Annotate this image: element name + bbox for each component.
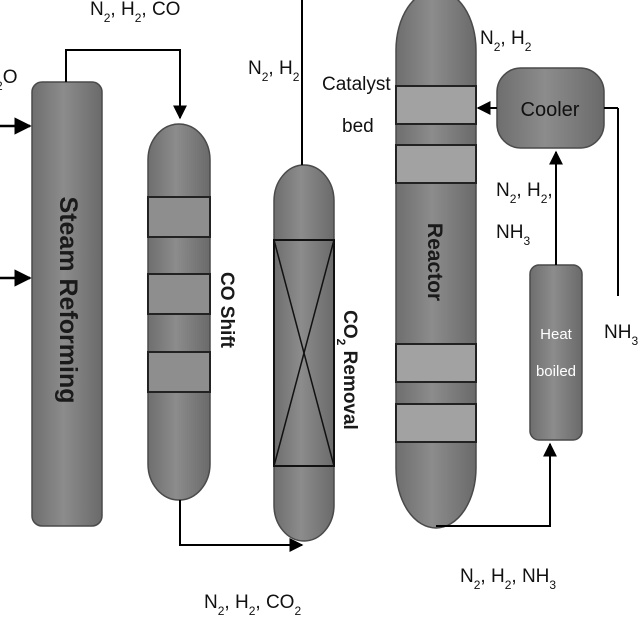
boiler-to-cooler-label-line2: NH3	[496, 222, 530, 248]
co-shift-bed-3	[147, 351, 211, 393]
reactor-vessel	[395, 0, 477, 529]
heat-boiler-vessel	[529, 264, 583, 441]
reactor-catalyst-bed-4	[395, 403, 477, 443]
reformer-out-label: N2, H2, CO	[90, 0, 180, 25]
co-shift-label: CO Shift	[216, 272, 237, 349]
reactor-catalyst-bed-2	[395, 144, 477, 184]
ammonia-product-label: NH3	[604, 322, 638, 348]
shift-out-label: N2, H2, CO2	[204, 592, 301, 618]
catalyst-bed-label-line1: Catalyst	[322, 74, 391, 95]
co-shift-bed-2	[147, 273, 211, 315]
x-packing-icon	[273, 239, 335, 467]
cooler-label: Cooler	[521, 99, 580, 121]
reactor-label: Reactor	[423, 223, 446, 301]
boiler-to-cooler-label-line1: N2, H2,	[496, 180, 553, 206]
heat-boiler-label-line2: boiled	[536, 363, 576, 380]
reformer-to-shift-line	[65, 49, 187, 120]
reactor-catalyst-bed-3	[395, 343, 477, 383]
co2-removal-label: CO2 Removal	[334, 310, 360, 430]
reactor-top-label: N2, H2	[480, 28, 532, 54]
shift-to-co2-line	[179, 500, 304, 552]
reactor-to-boiler-line	[436, 442, 557, 527]
reactor-out-label: N2, H2, NH3	[460, 566, 556, 592]
heat-boiler-label-line1: Heat	[540, 326, 573, 343]
reactor-catalyst-bed-1	[395, 85, 477, 125]
co2-removal-packing	[273, 239, 335, 467]
co2-removal-top-label: N2, H2	[248, 58, 300, 84]
feed-label-partial: 2O	[0, 67, 17, 93]
catalyst-bed-label-line2: bed	[342, 116, 374, 137]
steam-reforming-label: Steam Reforming	[54, 197, 82, 404]
co-shift-bed-1	[147, 196, 211, 238]
